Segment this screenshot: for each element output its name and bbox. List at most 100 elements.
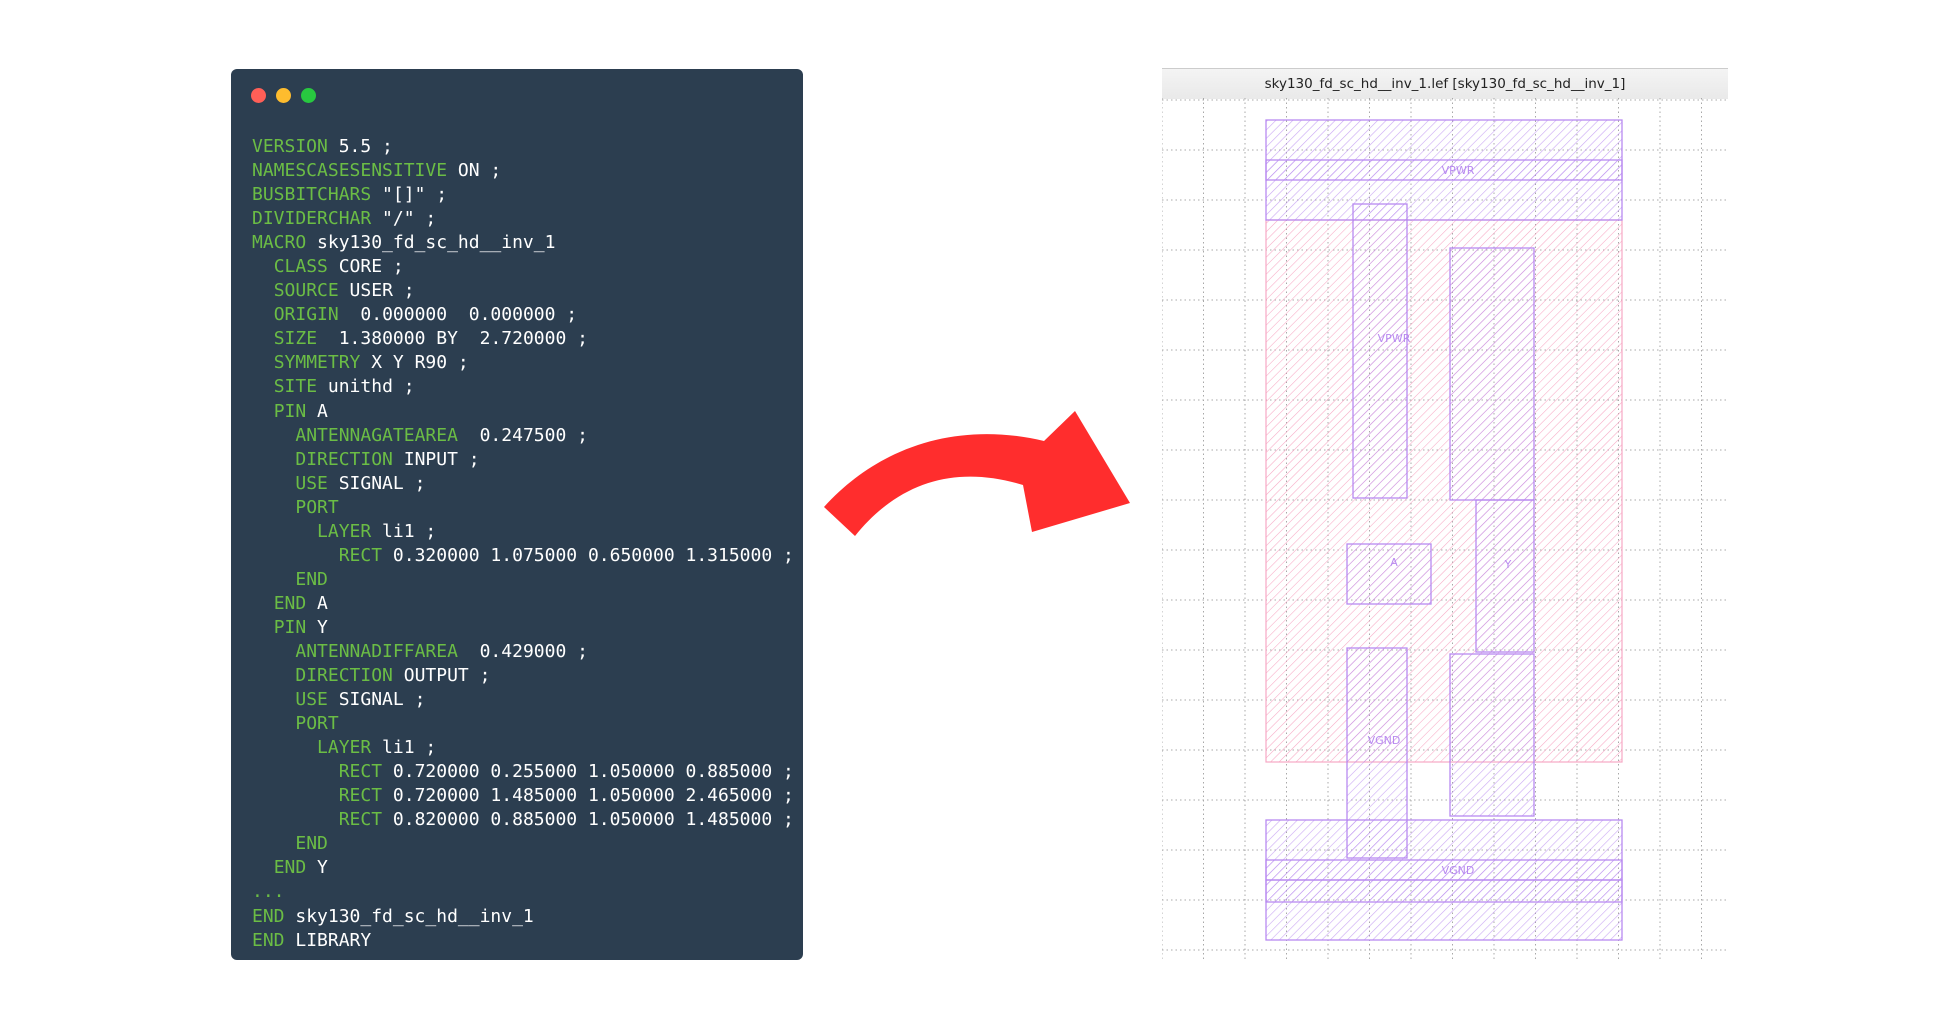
- code-value: 0.429000 ;: [457, 640, 588, 662]
- lef-layout-viewer: sky130_fd_sc_hd__inv_1.lef [sky130_fd_sc…: [1162, 68, 1728, 962]
- code-keyword: BUSBITCHARS: [252, 184, 372, 206]
- code-line: SYMMETRY X Y R90 ;: [252, 351, 794, 375]
- code-keyword: PIN: [273, 616, 307, 638]
- code-value: INPUT ;: [392, 448, 480, 470]
- y-pin-label: Y: [1504, 558, 1512, 571]
- code-value: 0.247500 ;: [457, 424, 588, 446]
- code-value: 0.720000 0.255000 1.050000 0.885000 ;: [382, 761, 794, 783]
- a-pin-label: A: [1390, 556, 1398, 569]
- y-pin-lower: [1449, 653, 1535, 817]
- code-value: li1 ;: [371, 737, 437, 759]
- code-line: END Y: [252, 856, 794, 880]
- maximize-dot-icon[interactable]: [301, 88, 316, 103]
- code-line: DIRECTION INPUT ;: [252, 448, 794, 472]
- code-keyword: END: [295, 833, 328, 855]
- code-value: LIBRARY: [284, 929, 372, 951]
- code-keyword: SIZE: [273, 328, 318, 350]
- code-line: END: [252, 568, 794, 592]
- code-keyword: ORIGIN: [273, 304, 339, 326]
- code-value: CORE ;: [327, 256, 404, 278]
- code-keyword: DIRECTION: [295, 665, 393, 687]
- code-line: PORT: [252, 712, 794, 736]
- code-keyword: MACRO: [252, 232, 307, 254]
- code-keyword: ...: [252, 881, 285, 903]
- minimize-dot-icon[interactable]: [276, 88, 291, 103]
- code-line: VERSION 5.5 ;: [252, 135, 794, 159]
- code-line: SOURCE USER ;: [252, 279, 794, 303]
- vpwr-pin-label: VPWR: [1378, 332, 1411, 345]
- metal-shapes: [1265, 119, 1623, 941]
- code-value: sky130_fd_sc_hd__inv_1: [284, 905, 534, 927]
- code-keyword: END: [273, 857, 307, 879]
- code-value: "[]" ;: [371, 184, 448, 206]
- a-pin-rect: [1346, 543, 1432, 605]
- code-line: RECT 0.720000 0.255000 1.050000 0.885000…: [252, 760, 794, 784]
- window-controls: [251, 88, 316, 103]
- code-keyword: USE: [295, 472, 328, 494]
- code-line: NAMESCASESENSITIVE ON ;: [252, 159, 794, 183]
- code-line: PIN Y: [252, 616, 794, 640]
- code-line: END LIBRARY: [252, 929, 794, 953]
- vgnd-rail-label: VGND: [1442, 864, 1475, 877]
- code-value: sky130_fd_sc_hd__inv_1: [306, 232, 556, 254]
- code-keyword: ANTENNADIFFAREA: [295, 640, 458, 662]
- layout-canvas: VPWR VPWR A Y VGND VGND: [1162, 98, 1728, 962]
- code-value: 0.720000 1.485000 1.050000 2.465000 ;: [382, 785, 794, 807]
- code-keyword: DIVIDERCHAR: [252, 208, 372, 230]
- code-value: 0.000000 0.000000 ;: [338, 304, 578, 326]
- code-line: END: [252, 832, 794, 856]
- code-line: LAYER li1 ;: [252, 736, 794, 760]
- y-pin-upper: [1449, 247, 1535, 501]
- code-keyword: END: [252, 929, 285, 951]
- code-line: LAYER li1 ;: [252, 520, 794, 544]
- cell-boundary: [1265, 219, 1623, 763]
- close-dot-icon[interactable]: [251, 88, 266, 103]
- code-value: ON ;: [447, 160, 502, 182]
- code-line: RECT 0.820000 0.885000 1.050000 1.485000…: [252, 808, 794, 832]
- bottom-rail-band-lower: [1265, 879, 1623, 903]
- code-line: USE SIGNAL ;: [252, 688, 794, 712]
- code-line: PIN A: [252, 400, 794, 424]
- code-keyword: PIN: [273, 400, 307, 422]
- lef-code-block: VERSION 5.5 ;NAMESCASESENSITIVE ON ;BUSB…: [252, 135, 794, 953]
- code-keyword: CLASS: [273, 256, 328, 278]
- code-line: ORIGIN 0.000000 0.000000 ;: [252, 303, 794, 327]
- code-keyword: RECT: [338, 544, 383, 566]
- code-value: 5.5 ;: [327, 136, 393, 157]
- code-keyword: RECT: [338, 761, 383, 783]
- code-keyword: LAYER: [317, 520, 372, 542]
- code-line: ANTENNAGATEAREA 0.247500 ;: [252, 424, 794, 448]
- code-value: A: [306, 400, 328, 422]
- code-keyword: NAMESCASESENSITIVE: [252, 160, 448, 182]
- code-keyword: END: [273, 592, 307, 614]
- code-line: END sky130_fd_sc_hd__inv_1: [252, 905, 794, 929]
- code-value: SIGNAL ;: [327, 472, 426, 494]
- y-pin-middle: [1475, 499, 1535, 653]
- code-value: unithd ;: [317, 376, 415, 398]
- vgnd-pin-label: VGND: [1368, 734, 1401, 747]
- code-value: A: [306, 592, 328, 614]
- code-line: SITE unithd ;: [252, 375, 794, 399]
- code-value: li1 ;: [371, 520, 437, 542]
- code-line: RECT 0.720000 1.485000 1.050000 2.465000…: [252, 784, 794, 808]
- code-line: DIRECTION OUTPUT ;: [252, 664, 794, 688]
- vpwr-rail-label: VPWR: [1442, 164, 1475, 177]
- code-line: DIVIDERCHAR "/" ;: [252, 207, 794, 231]
- code-keyword: SOURCE: [273, 280, 339, 302]
- lef-code-window: VERSION 5.5 ;NAMESCASESENSITIVE ON ;BUSB…: [231, 69, 803, 960]
- code-line: MACRO sky130_fd_sc_hd__inv_1: [252, 231, 794, 255]
- code-line: RECT 0.320000 1.075000 0.650000 1.315000…: [252, 544, 794, 568]
- code-line: CLASS CORE ;: [252, 255, 794, 279]
- viewer-window-title: sky130_fd_sc_hd__inv_1.lef [sky130_fd_sc…: [1162, 68, 1728, 99]
- code-keyword: END: [295, 568, 328, 590]
- top-rail-band: [1265, 159, 1623, 181]
- code-value: X Y R90 ;: [360, 352, 469, 374]
- code-keyword: LAYER: [317, 737, 372, 759]
- code-line: USE SIGNAL ;: [252, 472, 794, 496]
- code-keyword: RECT: [338, 785, 383, 807]
- code-keyword: SITE: [273, 376, 318, 398]
- code-line: BUSBITCHARS "[]" ;: [252, 183, 794, 207]
- code-line: END A: [252, 592, 794, 616]
- code-line: ANTENNADIFFAREA 0.429000 ;: [252, 640, 794, 664]
- code-value: 1.380000 BY 2.720000 ;: [317, 328, 588, 350]
